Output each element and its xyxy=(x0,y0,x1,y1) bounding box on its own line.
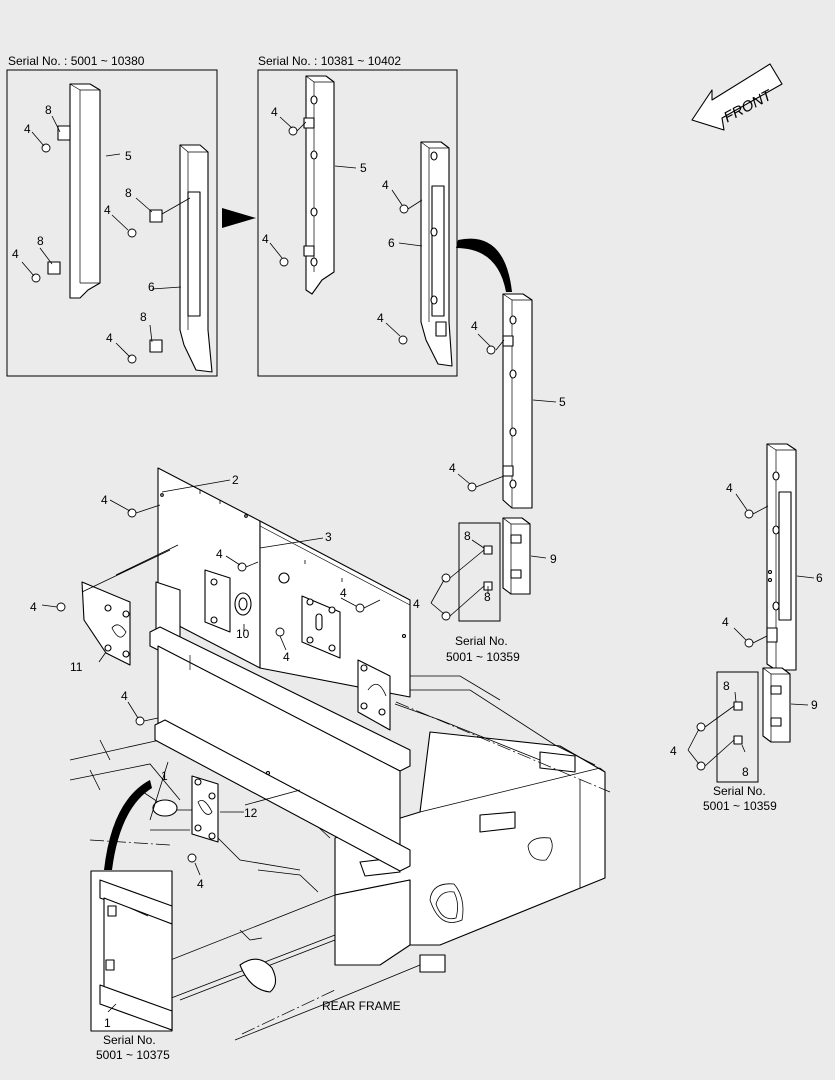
callout-1: 1 xyxy=(104,1016,111,1030)
rear-frame xyxy=(69,675,611,1041)
callout-8: 8 xyxy=(464,529,471,543)
plate-5-old xyxy=(47,83,101,299)
callout-4: 4 xyxy=(12,247,19,261)
callout-4: 4 xyxy=(449,461,456,475)
callout-4: 4 xyxy=(413,597,420,611)
callout-8: 8 xyxy=(723,679,730,693)
serial-box-title: Serial No. xyxy=(455,634,508,648)
bolt-icon xyxy=(398,335,408,345)
bolt-icon xyxy=(279,257,289,267)
callout-4: 4 xyxy=(106,331,113,345)
plate-6-old xyxy=(149,144,213,373)
callout-11: 11 xyxy=(70,660,83,674)
bolt-icon xyxy=(744,509,754,519)
callout-6: 6 xyxy=(148,280,155,294)
plate-5-assembly xyxy=(502,293,533,509)
part-1-beam xyxy=(149,626,411,872)
part-bracket-left-upper xyxy=(155,569,231,641)
callout-2: 2 xyxy=(232,473,239,487)
callout-4: 4 xyxy=(471,319,478,333)
callout-4: 4 xyxy=(340,586,347,600)
bolt-icon xyxy=(467,482,477,492)
callout-10: 10 xyxy=(236,627,250,641)
bolt-icon xyxy=(275,627,285,637)
bolt-icon xyxy=(187,853,197,863)
bolt-icon xyxy=(56,602,66,612)
callout-4: 4 xyxy=(382,178,389,192)
callout-4: 4 xyxy=(24,122,31,136)
callout-5: 5 xyxy=(559,395,566,409)
part-bracket-middle xyxy=(301,595,341,659)
callout-5: 5 xyxy=(125,149,132,163)
callout-4: 4 xyxy=(216,547,223,561)
serial-box-right-5001-10359 xyxy=(716,671,759,783)
part-bracket-right xyxy=(357,659,391,731)
callout-8: 8 xyxy=(484,590,491,604)
serial-box-range: 5001 ~ 10359 xyxy=(446,650,520,664)
curved-arrow-down-icon xyxy=(104,780,152,870)
front-direction-arrow: FRONT xyxy=(691,63,783,131)
plate-6-new xyxy=(420,141,453,367)
serial-box-range-bottom: 5001 ~ 10375 xyxy=(96,1048,170,1062)
part-10-grommet xyxy=(234,592,252,616)
bolt-icon xyxy=(135,716,145,726)
callout-5: 5 xyxy=(360,161,367,175)
bolt-icon xyxy=(486,345,496,355)
callout-4: 4 xyxy=(271,105,278,119)
callout-4: 4 xyxy=(726,481,733,495)
callout-8: 8 xyxy=(125,186,132,200)
callout-4: 4 xyxy=(104,203,111,217)
callout-8: 8 xyxy=(45,103,52,117)
callout-4: 4 xyxy=(121,689,128,703)
detail-box-serial-10381-10402: Serial No. : 10381 ~ 10402 xyxy=(257,54,458,377)
callout-4: 4 xyxy=(670,744,677,758)
bolt-icon xyxy=(399,204,409,214)
serial-box-title-right: Serial No. xyxy=(713,784,766,798)
part-11-bracket xyxy=(81,581,131,666)
detail-box-serial-5001-10375 xyxy=(90,870,173,1032)
callout-4: 4 xyxy=(30,600,37,614)
serial-box-title-bottom: Serial No. xyxy=(103,1033,156,1047)
callout-4: 4 xyxy=(283,650,290,664)
block-9-right xyxy=(762,667,791,743)
callout-4: 4 xyxy=(377,311,384,325)
serial-label-top-left: Serial No. : 5001 ~ 10380 xyxy=(8,54,145,68)
detail-box-serial-5001-10380: Serial No. : 5001 ~ 10380 4 xyxy=(6,54,218,377)
callout-4: 4 xyxy=(722,615,729,629)
curved-arrow-icon xyxy=(456,238,512,292)
callout-3: 3 xyxy=(325,530,332,544)
callout-12: 12 xyxy=(244,806,258,820)
bolt-icon xyxy=(355,603,365,613)
plate-6-right xyxy=(766,443,797,671)
serial-box-range-right: 5001 ~ 10359 xyxy=(703,799,777,813)
callout-9: 9 xyxy=(550,552,557,566)
callout-9: 9 xyxy=(811,698,818,712)
bolt-icon xyxy=(127,228,137,238)
serial-box-5001-10359 xyxy=(458,522,501,622)
callout-8: 8 xyxy=(140,310,147,324)
rear-frame-label: REAR FRAME xyxy=(322,999,401,1013)
plate-5-new xyxy=(303,75,335,295)
callout-6: 6 xyxy=(388,236,395,250)
next-arrow-icon xyxy=(222,208,256,228)
bolt-icon xyxy=(744,638,754,648)
callout-8: 8 xyxy=(37,234,44,248)
bolt-icon xyxy=(288,126,298,136)
callout-4: 4 xyxy=(262,232,269,246)
part-12-bracket xyxy=(191,775,219,843)
callout-1: 1 xyxy=(161,769,168,783)
callout-6: 6 xyxy=(816,571,823,585)
block-9-assembly xyxy=(502,517,531,595)
serial-label-top-middle: Serial No. : 10381 ~ 10402 xyxy=(258,54,401,68)
callout-4: 4 xyxy=(101,493,108,507)
callout-4: 4 xyxy=(197,877,204,891)
callout-8: 8 xyxy=(742,765,749,779)
